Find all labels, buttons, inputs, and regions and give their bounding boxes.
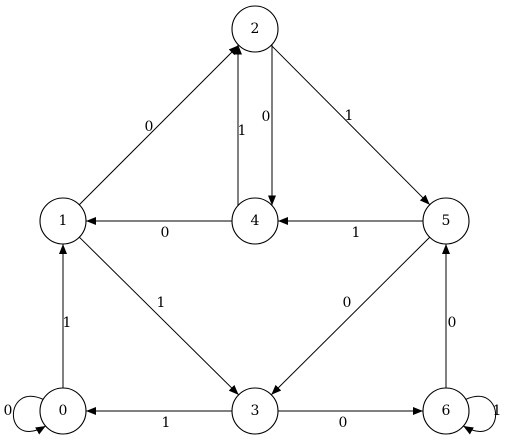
state-node-4: 4	[231, 197, 279, 245]
edge-4-to-2: 1	[234, 44, 247, 206]
state-circle	[231, 387, 279, 435]
edge-arrow	[270, 236, 431, 396]
edge-6-to-5: 0	[442, 244, 457, 388]
edge-1-to-2: 0	[78, 44, 240, 206]
state-circle	[231, 5, 279, 53]
state-circle	[231, 197, 279, 245]
self-loop-arrow	[462, 396, 496, 435]
state-node-6: 6	[422, 387, 470, 435]
edge-label: 1	[352, 225, 361, 241]
state-circle	[39, 387, 87, 435]
state-label: 0	[59, 403, 68, 419]
edge-5-to-3: 0	[270, 236, 431, 396]
state-label: 1	[59, 213, 68, 229]
edge-2-to-5: 1	[270, 44, 431, 206]
state-node-1: 1	[39, 197, 87, 245]
state-circle	[422, 387, 470, 435]
state-node-3: 3	[231, 387, 279, 435]
edge-1-to-3: 1	[78, 236, 240, 396]
edge-2-to-4: 0	[262, 44, 276, 206]
edge-arrow	[78, 44, 240, 206]
state-node-5: 5	[422, 197, 470, 245]
edge-label: 0	[262, 109, 271, 125]
edge-label: 1	[162, 415, 171, 431]
edge-label: 1	[345, 108, 354, 124]
edge-0-to-1: 1	[59, 244, 72, 388]
edge-arrow	[270, 44, 431, 206]
state-node-2: 2	[231, 5, 279, 53]
edge-label: 1	[493, 403, 502, 419]
edge-label: 0	[448, 315, 457, 331]
state-label: 6	[442, 403, 451, 419]
edge-label: 1	[157, 295, 166, 311]
edge-label: 0	[145, 119, 154, 135]
state-label: 5	[442, 213, 451, 229]
edge-label: 0	[161, 225, 170, 241]
edge-3-to-0: 1	[86, 407, 232, 431]
state-circle	[39, 197, 87, 245]
edge-5-to-4: 1	[278, 217, 423, 241]
state-label: 3	[251, 403, 260, 419]
state-label: 2	[251, 21, 260, 37]
edge-arrow	[78, 236, 240, 396]
edge-4-to-1: 0	[86, 217, 232, 241]
edge-label: 1	[63, 315, 72, 331]
edge-label: 0	[343, 295, 352, 311]
state-label: 4	[251, 213, 260, 229]
state-node-0: 0	[39, 387, 87, 435]
edge-0-to-0: 0	[4, 396, 47, 435]
edge-6-to-6: 1	[462, 396, 502, 435]
edge-label: 0	[339, 415, 348, 431]
self-loop-arrow	[13, 396, 47, 435]
edge-label: 1	[238, 123, 247, 139]
state-circle	[422, 197, 470, 245]
edge-3-to-6: 0	[278, 407, 423, 431]
edge-label: 0	[4, 403, 13, 419]
